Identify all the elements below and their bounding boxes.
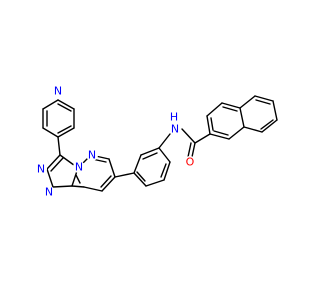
bond <box>191 142 196 158</box>
carbonyl-oxygen: O <box>184 156 196 169</box>
bond <box>181 128 196 144</box>
bond <box>57 127 75 138</box>
bond <box>228 126 245 140</box>
atom-label-n: N <box>45 186 53 199</box>
label-background <box>35 163 47 175</box>
bond <box>133 154 142 174</box>
bond <box>133 172 147 187</box>
bond <box>187 142 192 158</box>
label-background <box>169 123 181 135</box>
bond <box>101 176 116 192</box>
bond <box>255 99 271 105</box>
atom-label-n: N <box>37 163 45 176</box>
bond <box>145 179 165 187</box>
bond <box>213 130 229 136</box>
bond <box>210 117 214 131</box>
bond <box>239 95 256 109</box>
bond <box>194 133 211 144</box>
bond <box>254 95 274 102</box>
bond <box>243 126 263 133</box>
bond <box>160 163 167 178</box>
triazole-nitrogen-1: N <box>35 163 47 176</box>
bond <box>261 119 278 133</box>
pyridine-nitrogen: N <box>52 85 64 98</box>
bond <box>158 133 171 149</box>
atom-label-n: N <box>88 149 96 162</box>
amide-nitrogen: N H <box>168 111 181 136</box>
bond <box>42 127 59 138</box>
bond <box>260 119 274 130</box>
atom-label-n: N <box>54 85 62 98</box>
triazole-nitrogen-2: N <box>43 186 55 199</box>
bond <box>42 99 59 110</box>
atom-label-n: N <box>75 161 83 174</box>
bond-layer <box>42 95 278 192</box>
bond <box>206 102 223 117</box>
bond <box>209 133 230 140</box>
atom-label-n: N <box>171 123 179 136</box>
label-background <box>52 85 64 97</box>
bond <box>71 185 85 188</box>
bond <box>83 186 103 192</box>
bond <box>108 158 116 178</box>
atom-label-layer: N N N N N N H O <box>35 85 196 199</box>
bond <box>50 157 64 172</box>
bond <box>57 136 61 156</box>
bond <box>57 125 72 134</box>
bond <box>75 174 81 184</box>
bond <box>46 168 54 188</box>
bond <box>272 100 278 121</box>
bond <box>239 107 245 128</box>
bond <box>142 152 158 160</box>
label-background <box>168 111 180 123</box>
bond <box>136 171 146 182</box>
label-background <box>73 161 85 173</box>
bond <box>57 103 72 112</box>
bond <box>114 172 135 178</box>
bond <box>222 106 238 112</box>
bond <box>46 154 61 170</box>
bridgehead-nitrogen: N <box>73 161 85 174</box>
bond <box>57 99 75 110</box>
bond <box>221 102 241 109</box>
bond <box>52 185 73 188</box>
label-background <box>184 156 196 168</box>
chemical-structure-diagram: N N N N N N H O <box>35 85 278 199</box>
atom-label-h: H <box>170 111 178 124</box>
label-background <box>86 149 98 161</box>
pyridazine-nitrogen: N <box>86 149 98 162</box>
atom-label-o: O <box>186 156 195 169</box>
bond <box>206 115 211 135</box>
bond <box>158 147 171 163</box>
bond <box>140 147 160 156</box>
bond <box>100 175 112 188</box>
label-background <box>43 186 55 198</box>
bond <box>163 161 171 181</box>
